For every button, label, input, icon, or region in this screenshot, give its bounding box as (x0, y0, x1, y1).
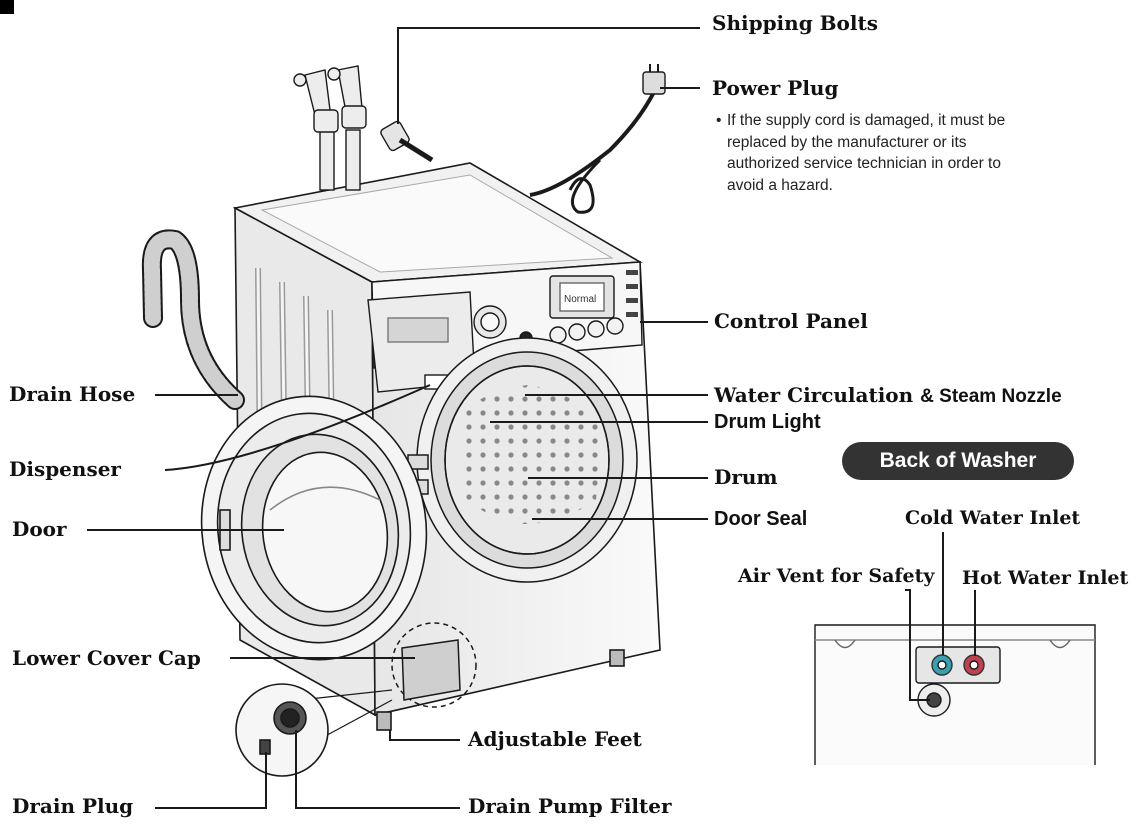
label-hot-water-inlet: Hot Water Inlet (962, 569, 1128, 588)
label-cold-water-inlet: Cold Water Inlet (905, 509, 1080, 528)
label-steam-nozzle-text: & Steam Nozzle (920, 386, 1061, 407)
drain-hose-drawing (152, 239, 235, 400)
label-air-vent: Air Vent for Safety (738, 567, 934, 586)
power-cord-drawing (530, 64, 665, 212)
shipping-bolt-drawing (379, 120, 432, 160)
back-of-washer-drawing (815, 625, 1095, 765)
power-plug-note-text: If the supply cord is damaged, it must b… (716, 110, 1006, 196)
label-drum: Drum (714, 467, 778, 487)
label-door-seal: Door Seal (714, 509, 807, 529)
bullet: • (716, 110, 721, 132)
label-drain-hose: Drain Hose (9, 384, 135, 404)
label-drain-pump-filter: Drain Pump Filter (468, 796, 672, 816)
label-water-circulation-text: Water Circulation (714, 383, 913, 407)
label-adjustable-feet: Adjustable Feet (468, 729, 642, 749)
label-shipping-bolts: Shipping Bolts (712, 13, 878, 33)
back-of-washer-badge: Back of Washer (842, 442, 1074, 480)
label-door: Door (12, 519, 67, 539)
power-plug-note: • If the supply cord is damaged, it must… (716, 110, 1006, 196)
faucets-drawing (294, 66, 366, 190)
label-control-panel: Control Panel (714, 311, 868, 331)
label-lower-cover-cap: Lower Cover Cap (12, 648, 201, 668)
label-drum-light: Drum Light (714, 412, 821, 432)
control-display-text: Normal (564, 294, 596, 305)
label-dispenser: Dispenser (9, 459, 121, 479)
label-drain-plug: Drain Plug (12, 796, 133, 816)
label-water-circulation: Water Circulation & Steam Nozzle (714, 385, 1062, 406)
label-power-plug: Power Plug (712, 78, 838, 98)
